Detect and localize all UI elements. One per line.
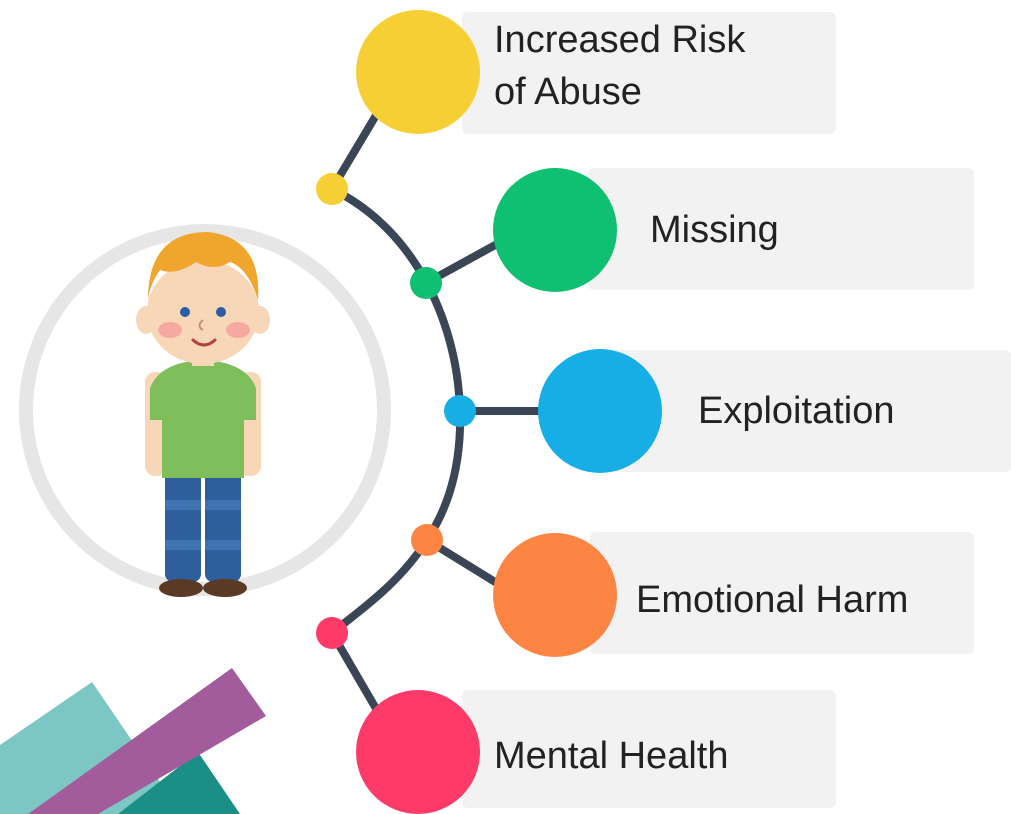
- card-exploitation: [612, 350, 1011, 472]
- card-missing: [588, 168, 974, 290]
- card-mental-health: [462, 690, 836, 808]
- label-increased-risk-line1: Increased Risk: [494, 19, 746, 61]
- decor-stripe-purple: [28, 668, 266, 814]
- child-illustration: [136, 232, 270, 597]
- label-exploitation: Exploitation: [698, 390, 895, 432]
- label-increased-risk: Increased Risk of Abuse: [494, 14, 794, 118]
- node-circle-yellow: [356, 10, 480, 134]
- label-missing: Missing: [650, 209, 779, 251]
- node-circle-green: [493, 168, 617, 292]
- label-mental-health: Mental Health: [494, 735, 729, 777]
- junction-dot-green: [410, 267, 442, 299]
- node-circle-pink: [356, 690, 480, 814]
- card-emotional-harm: [590, 532, 974, 654]
- card-increased-risk: [462, 12, 836, 134]
- label-increased-risk-line2: of Abuse: [494, 71, 642, 113]
- decor-stripe-teal-dark: [118, 752, 240, 814]
- node-circle-blue: [538, 349, 662, 473]
- label-emotional-harm: Emotional Harm: [636, 579, 909, 621]
- node-circle-orange: [493, 533, 617, 657]
- junction-dot-orange: [411, 524, 443, 556]
- junction-dot-blue: [444, 395, 476, 427]
- spine-arc: [328, 185, 465, 637]
- junction-dot-pink: [316, 617, 348, 649]
- junction-dot-yellow: [316, 173, 348, 205]
